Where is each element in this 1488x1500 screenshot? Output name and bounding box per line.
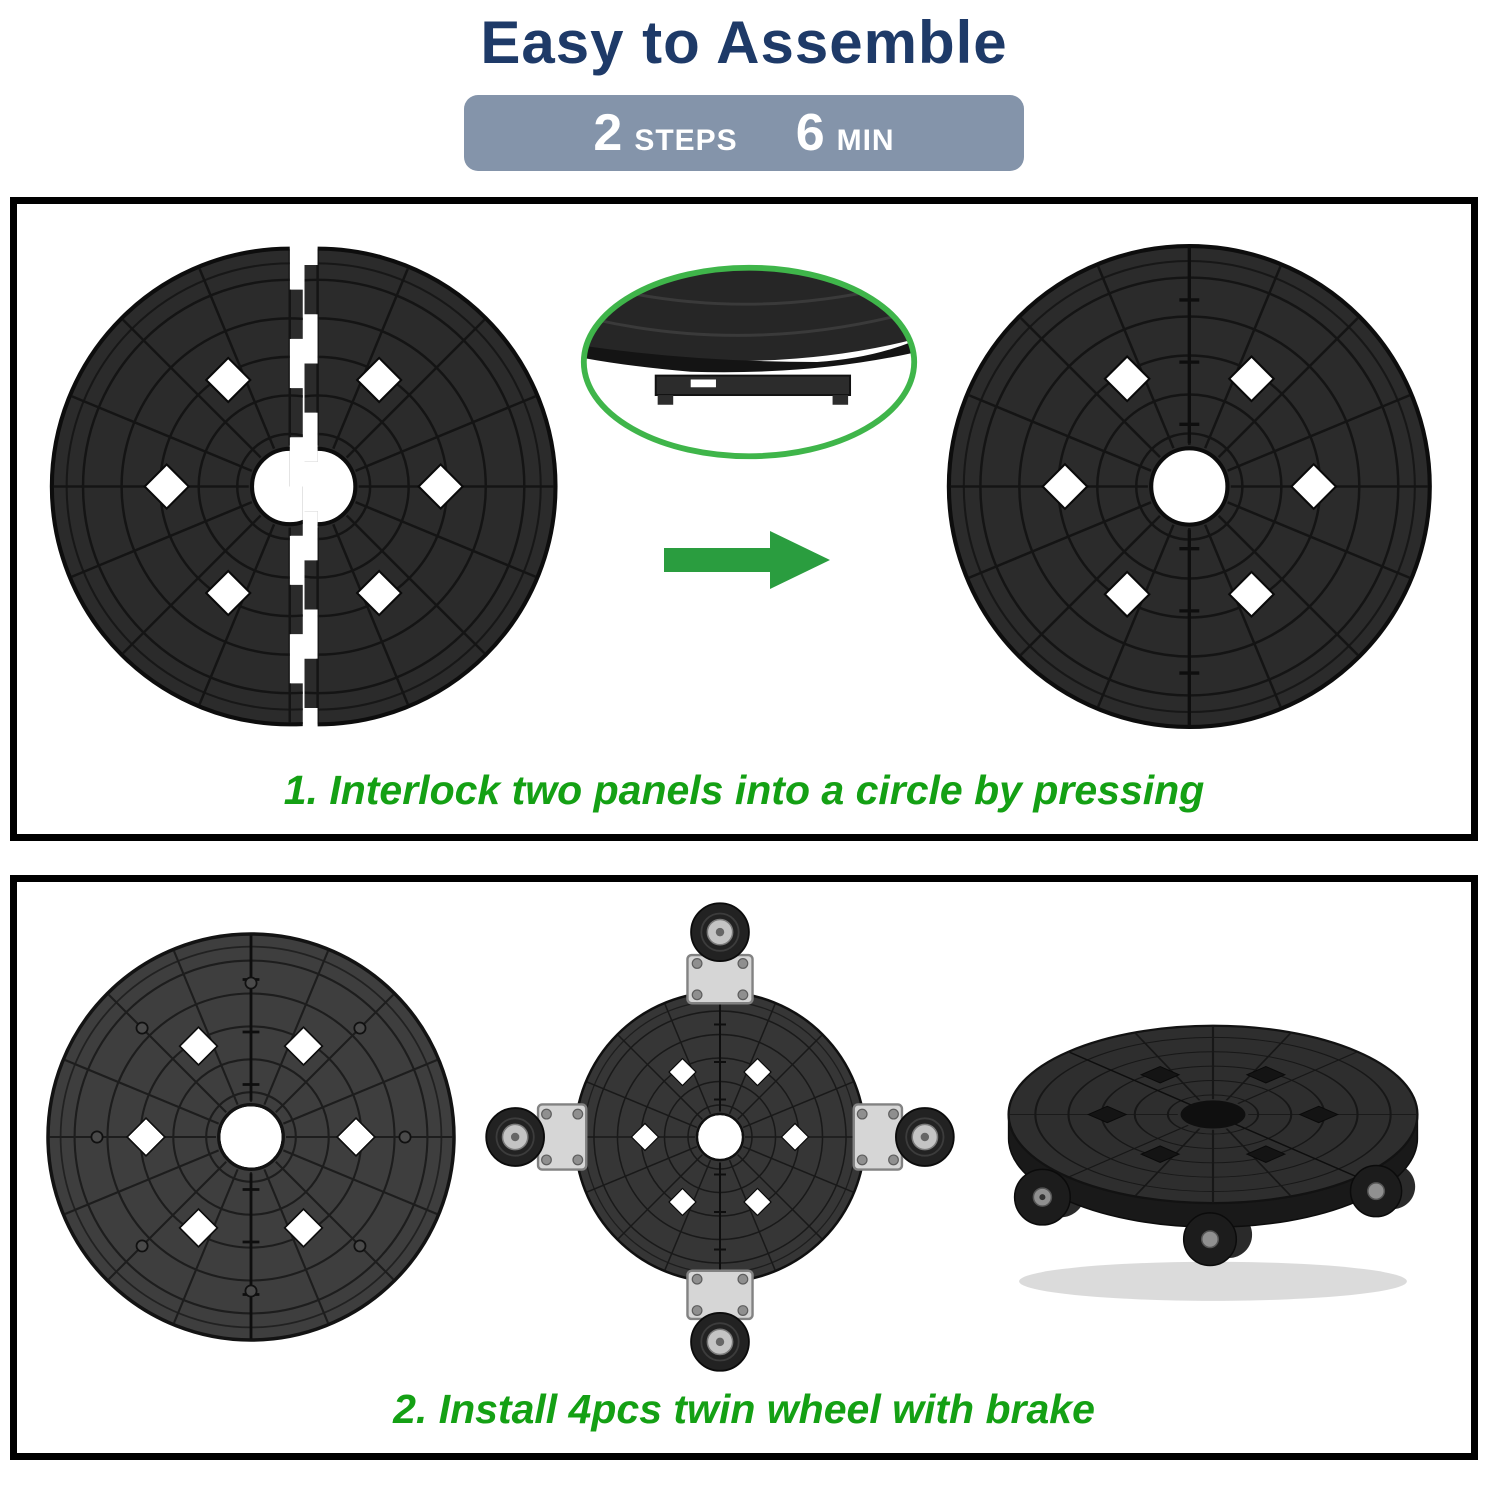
steps-unit-label: STEPS [634, 124, 738, 157]
step1-panel: 1. Interlock two panels into a circle by… [10, 197, 1478, 841]
step1-middle-column [574, 264, 924, 595]
panel-underside-graphic [46, 932, 456, 1342]
steps-group: 2 STEPS [593, 103, 737, 163]
step2-caption: 2. Install 4pcs twin wheel with brake [393, 1386, 1095, 1432]
assembled-circle-panel-graphic [924, 214, 1455, 759]
step2-panel: 2. Install 4pcs twin wheel with brake [10, 875, 1478, 1460]
minutes-count: 6 [795, 104, 825, 162]
page-title: Easy to Assemble [480, 9, 1008, 76]
finished-plant-caddy-graphic [1007, 1024, 1419, 1301]
panel-with-four-casters-graphic [485, 902, 955, 1372]
steps-count: 2 [593, 104, 623, 162]
interlock-zoom-inset [581, 264, 918, 459]
steps-time-badge: 2 STEPS 6 MIN [464, 95, 1024, 171]
step1-caption: 1. Interlock two panels into a circle by… [283, 767, 1205, 813]
time-group: 6 MIN [796, 103, 895, 163]
two-half-panels-graphic [33, 217, 574, 756]
minutes-unit-label: MIN [836, 124, 895, 157]
right-arrow-icon [664, 530, 831, 589]
